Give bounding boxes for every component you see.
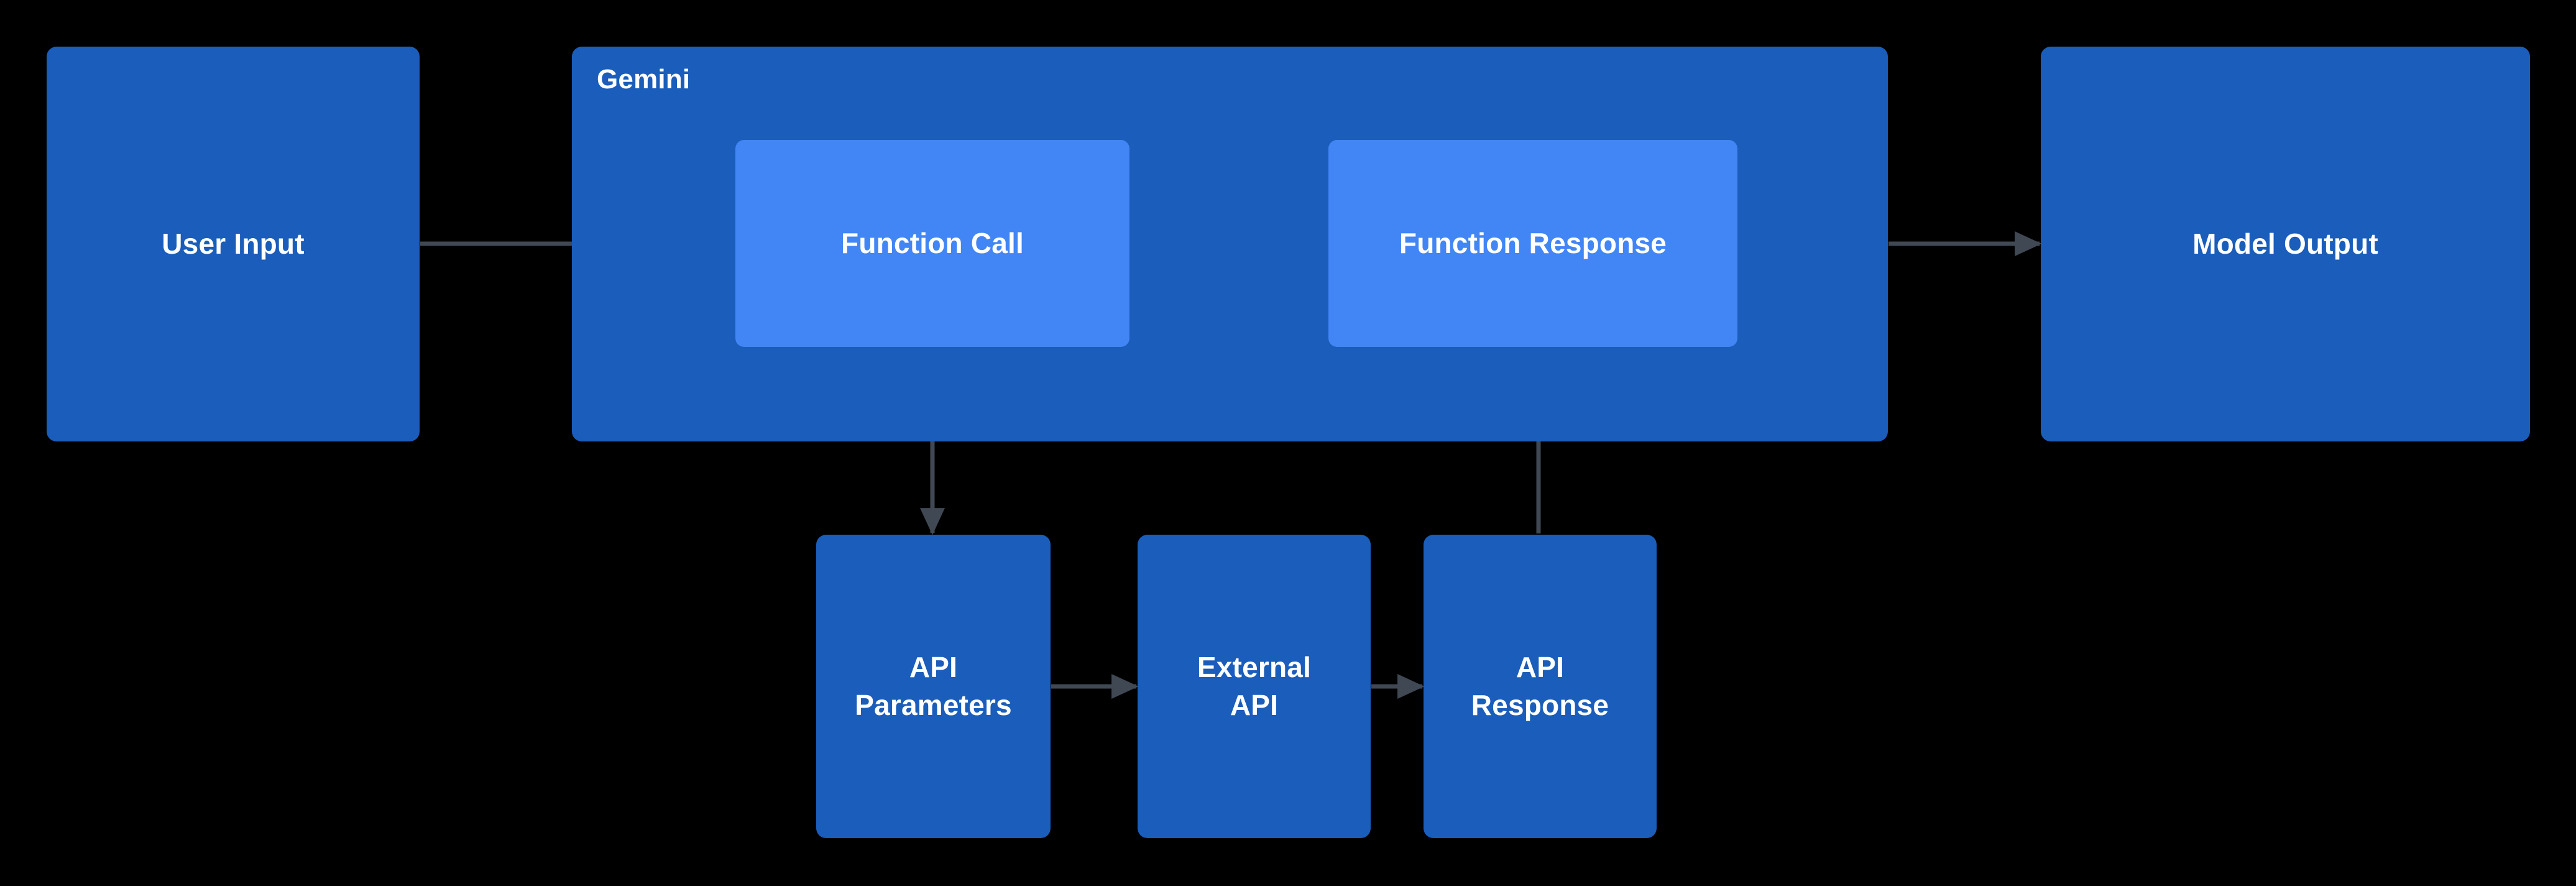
node-user-input-label: User Input bbox=[162, 228, 305, 261]
node-model-output[interactable]: Model Output bbox=[2041, 47, 2530, 441]
node-api-response[interactable]: API Response bbox=[1424, 535, 1657, 838]
node-user-input[interactable]: User Input bbox=[47, 47, 420, 441]
node-function-response-label: Function Response bbox=[1399, 227, 1667, 260]
node-api-parameters-label: API Parameters bbox=[855, 651, 1012, 721]
node-function-call-label: Function Call bbox=[841, 227, 1024, 260]
node-api-response-label: API Response bbox=[1471, 651, 1609, 721]
node-function-call[interactable]: Function Call bbox=[735, 140, 1129, 347]
node-external-api-label: External API bbox=[1197, 651, 1312, 721]
node-model-output-label: Model Output bbox=[2192, 228, 2378, 261]
node-function-response[interactable]: Function Response bbox=[1328, 140, 1737, 347]
node-api-parameters[interactable]: API Parameters bbox=[816, 535, 1051, 838]
group-gemini-label: Gemini bbox=[597, 64, 691, 95]
node-external-api[interactable]: External API bbox=[1138, 535, 1371, 838]
